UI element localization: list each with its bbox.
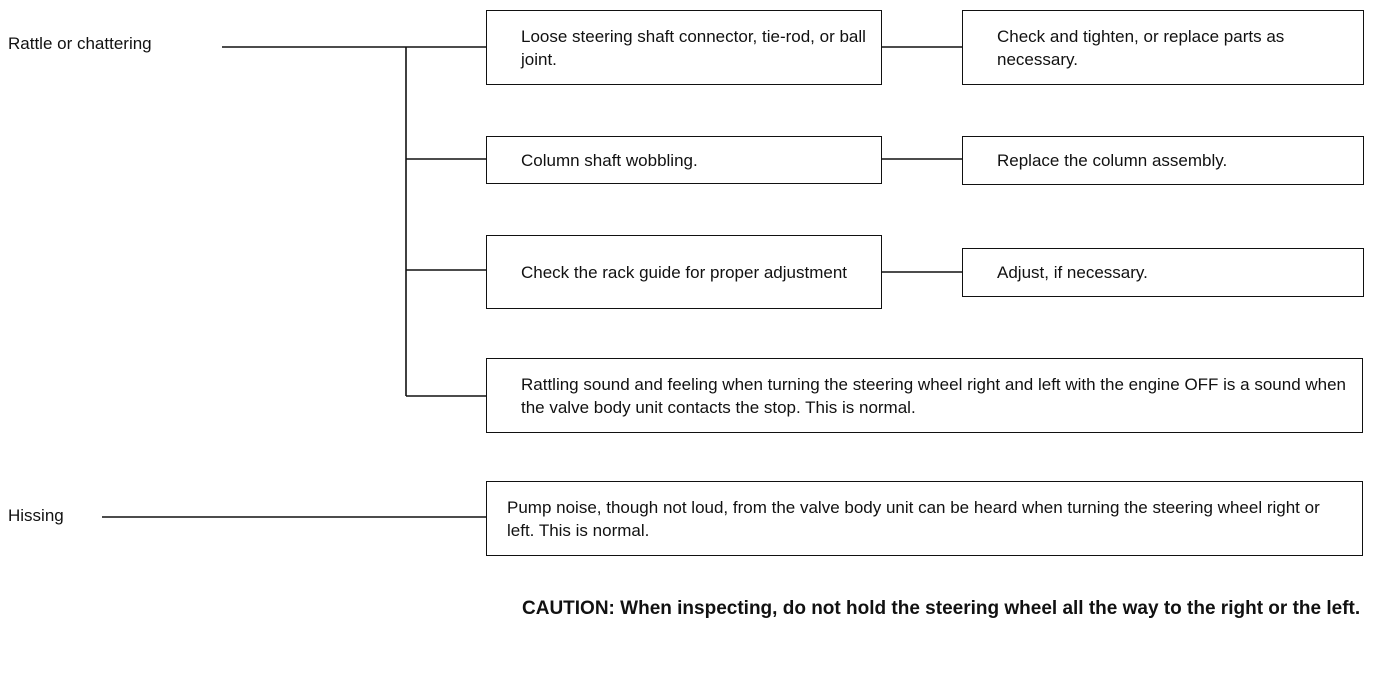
cause-text: Rattling sound and feeling when turning … — [521, 374, 1347, 417]
cause-text: Check the rack guide for proper adjustme… — [521, 262, 848, 282]
symptom-rattle: Rattle or chattering — [8, 34, 152, 53]
cause-text: Loose steering shaft connector, tie-rod,… — [521, 26, 866, 69]
cause-box-rack-guide: Check the rack guide for proper adjustme… — [486, 235, 882, 309]
remedy-box-tighten-replace: Check and tighten, or replace parts as n… — [962, 10, 1364, 85]
cause-text: Column shaft wobbling. — [521, 150, 698, 170]
cause-text: Pump noise, though not loud, from the va… — [507, 497, 1320, 540]
remedy-text: Replace the column assembly. — [997, 151, 1228, 170]
remedy-text: Check and tighten, or replace parts as n… — [997, 26, 1285, 69]
cause-box-loose-connector: Loose steering shaft connector, tie-rod,… — [486, 10, 882, 85]
remedy-text: Adjust, if necessary. — [997, 263, 1148, 282]
cause-box-pump-noise: Pump noise, though not loud, from the va… — [486, 481, 1363, 556]
cause-box-column-wobbling: Column shaft wobbling. — [486, 136, 882, 184]
remedy-box-adjust: Adjust, if necessary. — [962, 248, 1364, 297]
symptom-hissing: Hissing — [8, 506, 64, 525]
remedy-box-replace-column: Replace the column assembly. — [962, 136, 1364, 185]
cause-box-rattling-normal: Rattling sound and feeling when turning … — [486, 358, 1363, 433]
caution-note: CAUTION: When inspecting, do not hold th… — [522, 598, 1361, 619]
